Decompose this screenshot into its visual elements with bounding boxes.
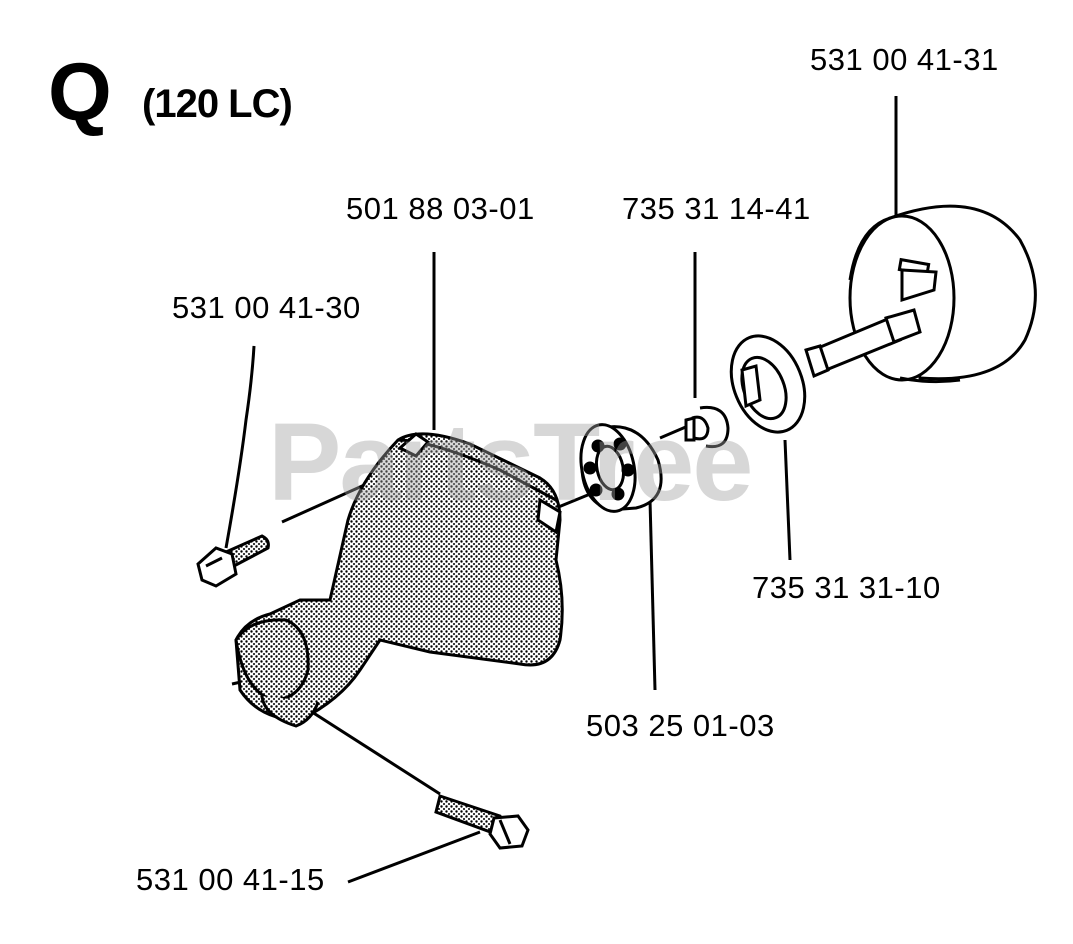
part-label-screw-housing[interactable]: 531 00 41-30 (172, 290, 361, 325)
leader-bearing (648, 499, 657, 691)
leader-screw-clamp (347, 830, 481, 884)
circlip (684, 405, 730, 449)
part-label-bearing[interactable]: 503 25 01-03 (586, 708, 775, 743)
part-label-housing[interactable]: 501 88 03-01 (346, 191, 535, 226)
part-label-washer[interactable]: 735 31 31-10 (752, 570, 941, 605)
leader-washer (783, 439, 792, 561)
diagram-section-letter: Q (48, 47, 112, 138)
watermark-logo: PartsTree (268, 401, 753, 524)
assembly-line-clamp-screw (311, 710, 441, 796)
part-label-screw-clamp[interactable]: 531 00 41-15 (136, 862, 325, 897)
gear-housing (234, 432, 564, 728)
bearing (579, 423, 663, 513)
diagram-model: (120 LC) (142, 82, 293, 126)
assembly-line-circlip (659, 424, 689, 440)
part-label-clutch-drum[interactable]: 531 00 41-31 (810, 42, 999, 77)
washer (729, 334, 807, 434)
screw-housing (196, 534, 270, 588)
clutch-drum (804, 204, 1037, 384)
screw-clamp (434, 794, 530, 850)
leader-screw-housing (224, 345, 256, 549)
part-label-circlip[interactable]: 735 31 14-41 (622, 191, 811, 226)
